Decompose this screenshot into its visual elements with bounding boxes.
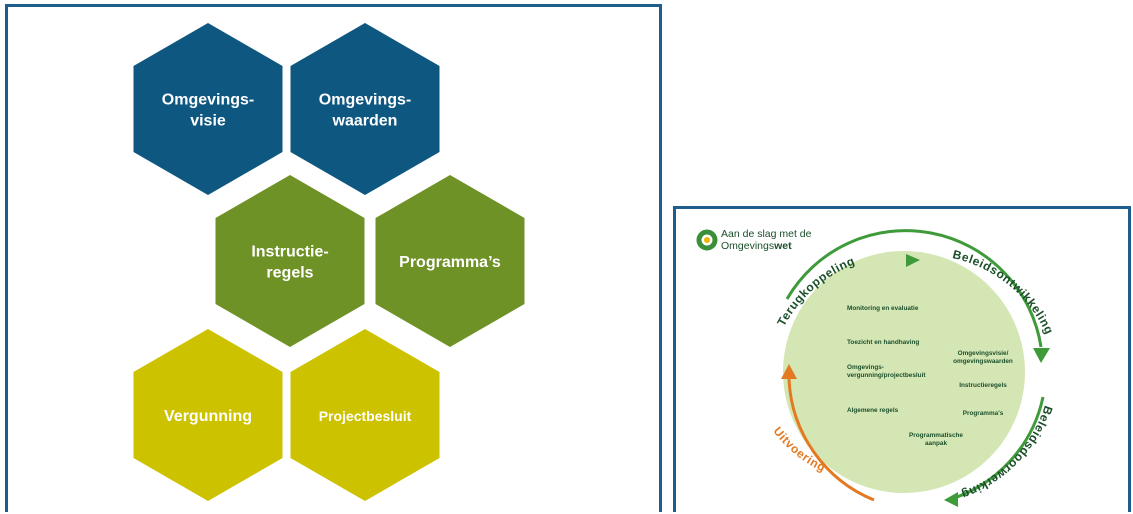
hexagon-label: Projectbesluit xyxy=(319,408,412,424)
cycle-item-left: Omgevings- xyxy=(847,364,884,371)
cycle-item-right: Instructieregels xyxy=(959,382,1007,389)
hexagon-shape xyxy=(375,175,525,347)
cycle-item-left: vergunning/projectbesluit xyxy=(847,372,926,379)
hexagon-shape xyxy=(133,329,283,501)
hexagon-shape xyxy=(290,329,440,501)
cycle-item-right: Omgevingsvisie/ xyxy=(958,350,1009,357)
cycle-item-left: Toezicht en handhaving xyxy=(847,339,919,346)
logo-title-line2: Omgevingswet xyxy=(721,240,792,252)
cycle-disc xyxy=(783,251,1025,493)
cycle-item-right: omgevingswaarden xyxy=(953,358,1013,365)
hexagon-vergunning: Vergunning xyxy=(133,329,283,501)
hexagon-shape xyxy=(215,175,365,347)
cycle-item-left: Algemene regels xyxy=(847,407,899,414)
cycle-item-right: Programma's xyxy=(963,410,1004,417)
hexagon-label: visie xyxy=(190,113,226,130)
hexagon-omgevingsvisie: Omgevings-visie xyxy=(133,23,283,195)
hexagon-label: Instructie- xyxy=(251,244,328,261)
policy-cycle-panel: Aan de slag met de Omgevingswet Terugkop… xyxy=(673,206,1131,512)
cycle-item-bottom: aanpak xyxy=(925,440,947,447)
arc-left-orange xyxy=(787,378,875,502)
hexagon-instructieregels: Instructie-regels xyxy=(215,175,365,347)
hexagon-label: waarden xyxy=(332,113,398,130)
hexagon-label: Omgevings- xyxy=(162,92,254,109)
policy-cycle-diagram: Aan de slag met de Omgevingswet Terugkop… xyxy=(696,228,1056,507)
arrow-bottom-icon xyxy=(944,492,958,507)
arrow-top-icon xyxy=(906,254,920,267)
arc-top-green xyxy=(785,229,1043,348)
cycle-item-bottom: Programmatische xyxy=(909,432,963,439)
hexagon-label: regels xyxy=(266,265,313,282)
hexagon-programmas: Programma’s xyxy=(375,175,525,347)
omgevingswet-logo xyxy=(696,229,718,251)
hexagon-shape xyxy=(290,23,440,195)
hexagon-projectbesluit: Projectbesluit xyxy=(290,329,440,501)
arrow-right-icon xyxy=(1033,348,1050,363)
logo-title-line1: Aan de slag met de xyxy=(721,228,812,240)
hexagon-label: Programma’s xyxy=(399,254,501,271)
hexagon-omgevingswaarden: Omgevings-waarden xyxy=(290,23,440,195)
hexagon-shape xyxy=(133,23,283,195)
cycle-item-left: Monitoring en evaluatie xyxy=(847,305,919,312)
hexagon-label: Vergunning xyxy=(164,408,252,425)
arc-right-green xyxy=(947,396,1045,502)
logo-center-icon xyxy=(704,237,710,243)
hexagon-label: Omgevings- xyxy=(319,92,411,109)
arrow-left-up-icon xyxy=(781,364,797,379)
hexagon-diagram: Omgevings-visieOmgevings-waardenInstruct… xyxy=(133,23,525,501)
logo-ring-icon xyxy=(696,229,718,251)
